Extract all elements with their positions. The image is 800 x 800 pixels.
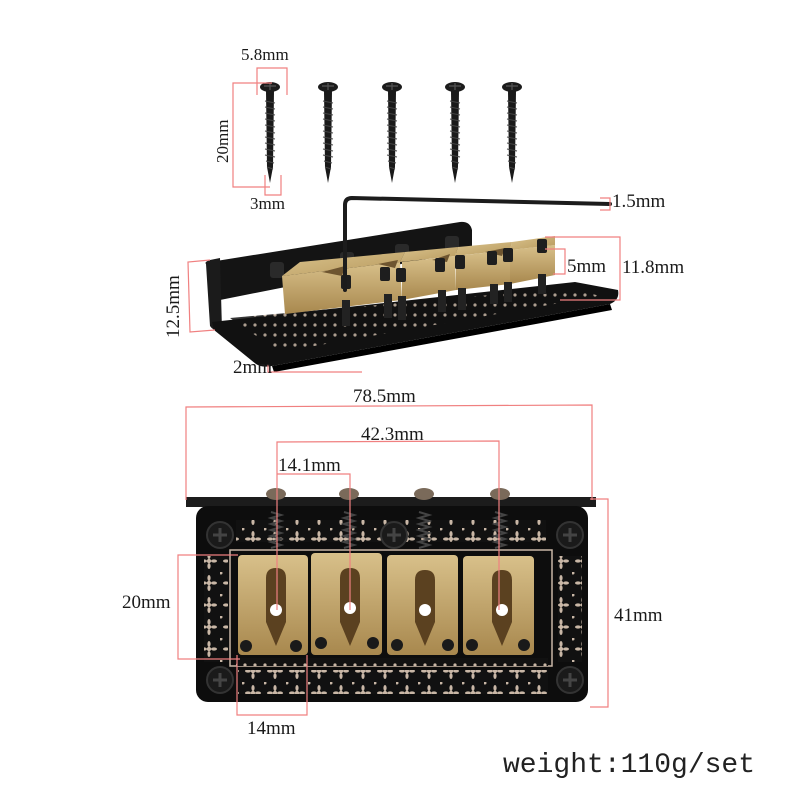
hex-key-label: 1.5mm [612, 191, 666, 212]
side-view-bridge [205, 195, 619, 372]
screw-head-diameter-label: 5.8mm [241, 45, 289, 64]
back-height-label: 12.5mm [163, 275, 184, 338]
saddle-height-label: 5mm [567, 256, 607, 277]
saddle-width-label: 14mm [247, 718, 296, 739]
weight-label: weight:110g/set [503, 750, 756, 781]
outer-string-spacing-label: 42.3mm [361, 424, 424, 445]
string-spacing-label: 14.1mm [278, 455, 341, 476]
top-view-bridge [186, 488, 596, 702]
top-dimension-lines [177, 404, 609, 716]
screw-shank-label: 3mm [250, 194, 285, 213]
side-dimension-lines [187, 197, 621, 373]
plate-thickness-label: 2mm [233, 357, 273, 378]
depth-label: 41mm [614, 605, 663, 626]
screw-length-label: 20mm [213, 119, 232, 163]
mounting-screws [259, 81, 523, 184]
screw-dimension-lines [232, 67, 288, 196]
saddle-length-label: 20mm [122, 592, 171, 613]
overall-width-label: 78.5mm [353, 386, 416, 407]
total-height-label: 11.8mm [622, 257, 685, 278]
